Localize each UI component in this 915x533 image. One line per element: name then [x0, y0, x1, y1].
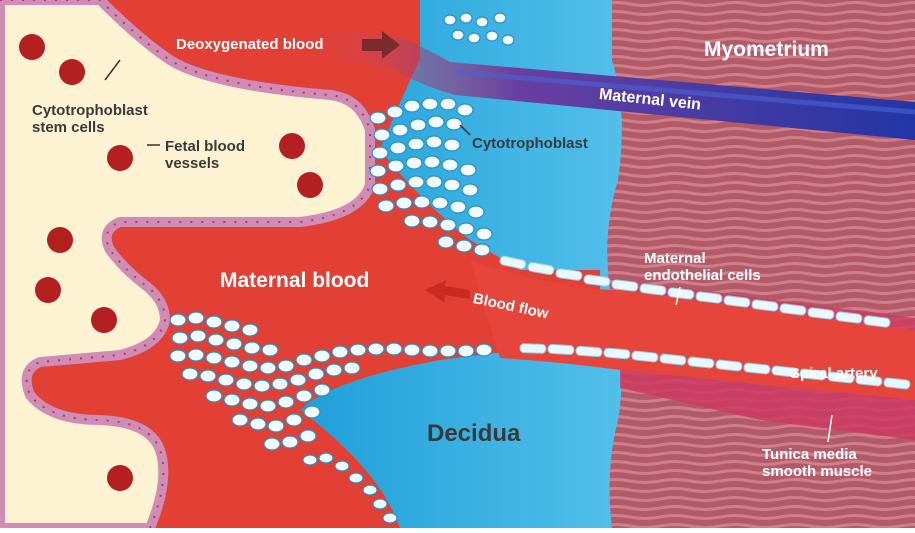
maternal-blood-label: Maternal blood	[220, 269, 369, 293]
cytotrophoblast-stem-cells-line2: stem cells	[32, 119, 148, 136]
maternal-endothelial-cells-line1: Maternal	[644, 250, 761, 267]
tunica-media-label: Tunica media smooth muscle	[762, 446, 872, 480]
tunica-media-line2: smooth muscle	[762, 463, 872, 480]
myometrium-label: Myometrium	[704, 38, 829, 62]
cytotrophoblast-stem-cells-line1: Cytotrophoblast	[32, 102, 148, 119]
cytotrophoblast-label: Cytotrophoblast	[472, 135, 588, 152]
fetal-blood-vessels-line1: Fetal blood	[165, 138, 245, 155]
maternal-endothelial-cells-line2: endothelial cells	[644, 267, 761, 284]
cytotrophoblast-stem-cells-label: Cytotrophoblast stem cells	[32, 102, 148, 136]
tunica-media-line1: Tunica media	[762, 446, 872, 463]
maternal-endothelial-cells-label: Maternal endothelial cells	[644, 250, 761, 284]
deoxygenated-blood-label: Deoxygenated blood	[176, 36, 324, 53]
fetal-blood-vessels-label: Fetal blood vessels	[165, 138, 245, 172]
decidua-label: Decidua	[427, 420, 520, 448]
fetal-blood-vessels-line2: vessels	[165, 155, 245, 172]
spiral-artery-label: Spiral artery	[790, 365, 878, 382]
